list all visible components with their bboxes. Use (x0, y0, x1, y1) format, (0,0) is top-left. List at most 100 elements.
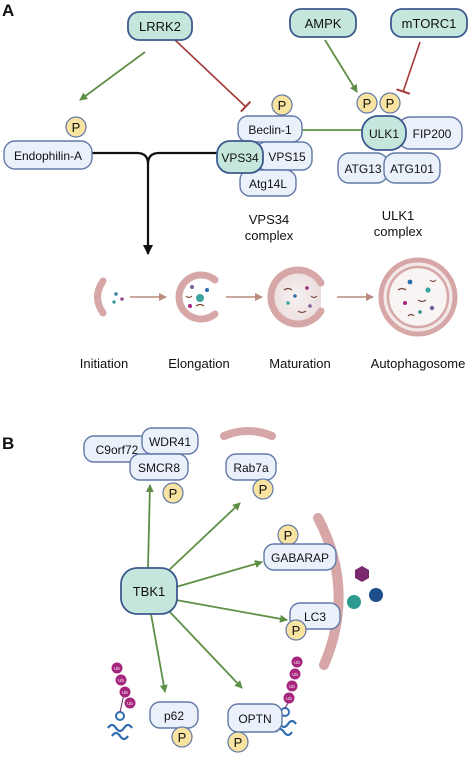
c9orf72-label: C9orf72 (96, 443, 139, 457)
elongation-phagophore (175, 271, 219, 323)
stage-label-maturation: Maturation (269, 356, 330, 371)
ulk1-phospho-badge-1: P (356, 92, 378, 114)
tbk1-to-smcr8-arrow (145, 484, 154, 569)
ampk-to-ulk1-arrow (324, 39, 358, 93)
fip200-label: FIP200 (413, 127, 452, 141)
autophagosome-membrane-arc (313, 513, 344, 670)
tbk1-to-gabarap-arrow (175, 560, 263, 588)
svg-text:Ub: Ub (294, 660, 300, 665)
mtorc1-inhibits-ulk1-arrow (396, 41, 421, 95)
stage-label-elongation: Elongation (168, 356, 229, 371)
svg-text:Ub: Ub (127, 701, 133, 706)
svg-text:P: P (386, 96, 395, 111)
mtorc1-node: mTORC1 (390, 8, 468, 38)
vps34-complex-caption-line2: complex (245, 228, 294, 243)
atg13-label: ATG13 (344, 162, 381, 176)
vps34-label: VPS34 (221, 151, 259, 165)
svg-text:Ub: Ub (118, 678, 124, 683)
ulk1-label: ULK1 (369, 127, 399, 141)
convergence-line-right (146, 151, 217, 165)
panel-b-letter: B (2, 434, 14, 453)
convergence-line-left (92, 151, 150, 165)
endophilin-phospho-badge: P (65, 116, 87, 138)
tbk1-to-p62-arrow (150, 613, 168, 693)
svg-text:P: P (169, 486, 178, 501)
rab7a-phospho-badge: P (252, 478, 274, 500)
tbk1-to-rab7a-arrow (167, 502, 241, 572)
smcr8-node: SMCR8 (129, 453, 189, 481)
wdr41-label: WDR41 (149, 435, 191, 449)
svg-text:Ub: Ub (114, 666, 120, 671)
lrrk2-to-endophilin-arrow (79, 51, 146, 101)
maturation-phagophore (267, 266, 325, 328)
smcr8-phospho-badge: P (162, 482, 184, 504)
p62-ubiquitin-chain: Ub Ub Ub Ub (107, 662, 136, 741)
tbk1-to-optn-arrow (167, 609, 243, 689)
svg-text:Ub: Ub (292, 672, 298, 677)
p62-label: p62 (164, 709, 184, 723)
gabarap-phospho-badge: P (277, 524, 299, 546)
ampk-node: AMPK (289, 8, 357, 38)
optn-label: OPTN (238, 712, 271, 726)
svg-text:P: P (363, 96, 372, 111)
atg14l-node: Atg14L (239, 169, 297, 197)
ulk1-complex-caption-line2: complex (374, 224, 423, 239)
svg-text:P: P (292, 623, 301, 638)
atg101-label: ATG101 (390, 162, 434, 176)
ulk1-complex-caption-line1: ULK1 (382, 208, 415, 223)
tbk1-node: TBK1 (120, 567, 178, 615)
svg-text:P: P (178, 730, 187, 745)
p62-node: p62 (149, 701, 199, 729)
svg-text:P: P (284, 528, 293, 543)
smcr8-label: SMCR8 (138, 461, 180, 475)
atg101-node: ATG101 (383, 152, 441, 184)
initiation-phagophore (94, 277, 124, 317)
endophilin-node: Endophilin-A (3, 140, 93, 170)
cargo-hexagon (355, 566, 369, 582)
beclin1-node: Beclin-1 (237, 115, 303, 143)
svg-text:P: P (278, 98, 287, 113)
vps34-complex-caption-line1: VPS34 (249, 212, 289, 227)
rab7a-node: Rab7a (225, 453, 277, 481)
svg-text:P: P (259, 482, 268, 497)
lrrk2-label: LRRK2 (139, 19, 181, 34)
fip200-node: FIP200 (397, 116, 463, 150)
cargo-navy-circle (369, 588, 383, 602)
svg-text:Ub: Ub (289, 684, 295, 689)
optn-phospho-badge: P (227, 731, 249, 753)
svg-text:Ub: Ub (122, 690, 128, 695)
gabarap-label: GABARAP (271, 551, 329, 565)
endophilin-label: Endophilin-A (14, 149, 82, 163)
autophagosome (378, 257, 458, 337)
atg13-node: ATG13 (337, 152, 389, 184)
optn-node: OPTN (227, 703, 283, 733)
rab7a-label: Rab7a (233, 461, 269, 475)
svg-text:P: P (234, 735, 243, 750)
gabarap-node: GABARAP (263, 543, 337, 571)
mtorc1-label: mTORC1 (402, 16, 457, 31)
rab7a-membrane (220, 427, 276, 440)
vps15-label: VPS15 (268, 150, 306, 164)
lc3-label: LC3 (304, 610, 326, 624)
stage-label-initiation: Initiation (80, 356, 128, 371)
vps15-node: VPS15 (255, 141, 313, 171)
svg-text:Ub: Ub (286, 696, 292, 701)
lrrk2-node: LRRK2 (127, 11, 193, 41)
svg-text:P: P (72, 120, 81, 135)
ulk1-phospho-badge-2: P (379, 92, 401, 114)
atg14l-label: Atg14L (249, 177, 287, 191)
vps34-node: VPS34 (216, 140, 264, 174)
tbk1-label: TBK1 (133, 584, 166, 599)
lrrk2-inhibits-beclin-arrow (174, 39, 252, 113)
stage-label-autophagosome: Autophagosome (371, 356, 466, 371)
beclin1-label: Beclin-1 (248, 123, 292, 137)
wdr41-node: WDR41 (141, 427, 199, 455)
lc3-phospho-badge: P (285, 619, 307, 641)
tbk1-to-lc3-arrow (175, 599, 288, 623)
p62-phospho-badge: P (171, 726, 193, 748)
ampk-label: AMPK (305, 16, 342, 31)
cargo-teal-circle (347, 595, 361, 609)
panel-a-letter: A (2, 1, 14, 20)
ulk1-node: ULK1 (361, 115, 407, 151)
